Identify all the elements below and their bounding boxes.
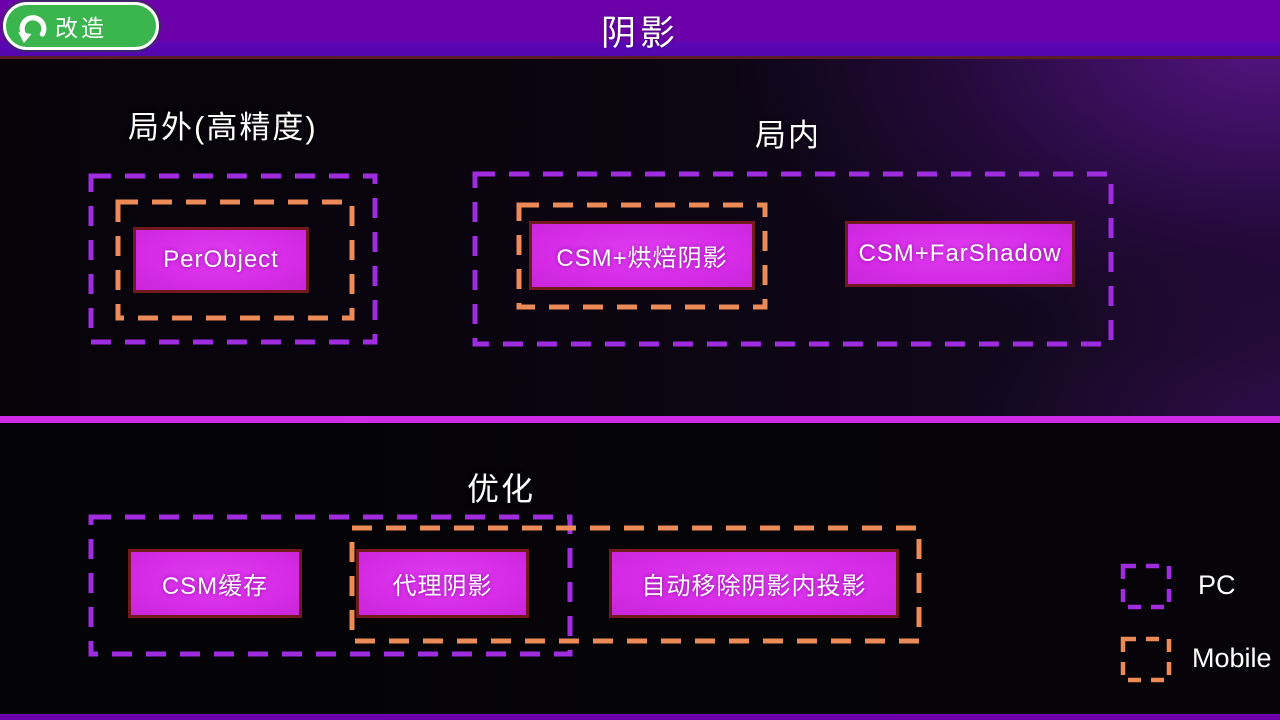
mobile-group-outer [115, 199, 355, 321]
pc-group-inner [472, 171, 1114, 347]
header-bar [0, 0, 1280, 56]
node-csm-baked: CSM+烘焙阴影 [529, 221, 755, 290]
section-label-inner: 局内 [755, 118, 821, 153]
legend-label-mobile: Mobile [1192, 643, 1272, 673]
section-label-optimize: 优化 [467, 471, 536, 507]
legend-label-pc: PC [1198, 570, 1236, 600]
node-csm-baked-label: CSM+烘焙阴影 [556, 245, 728, 272]
node-csm-farshadow-label: CSM+FarShadow [858, 240, 1062, 267]
node-csm-cache-label: CSM缓存 [161, 573, 269, 600]
node-auto-remove: 自动移除阴影内投影 [609, 549, 899, 618]
page-title: 阴影 [600, 14, 679, 53]
rework-badge-label: 改造 [55, 15, 107, 41]
section-label-outer: 局外(高精度) [128, 110, 318, 145]
legend-swatch-pc [1120, 563, 1172, 610]
node-auto-remove-label: 自动移除阴影内投影 [641, 573, 867, 600]
node-proxy-shadow-label: 代理阴影 [392, 573, 493, 600]
header-divider-line [0, 56, 1280, 59]
node-perobject-label: PerObject [163, 246, 279, 273]
node-perobject: PerObject [133, 227, 309, 293]
node-csm-farshadow: CSM+FarShadow [845, 221, 1075, 287]
undo-arrow-icon [18, 15, 47, 43]
section-divider [0, 416, 1280, 423]
legend-swatch-mobile [1120, 636, 1172, 683]
node-csm-cache: CSM缓存 [128, 549, 302, 618]
node-proxy-shadow: 代理阴影 [356, 549, 529, 618]
pc-group-optimize [88, 514, 573, 657]
mobile-group-optimize [349, 525, 922, 644]
pc-group-outer [88, 173, 378, 345]
rework-badge[interactable]: 改造 [3, 2, 159, 50]
bottom-strip [0, 714, 1280, 720]
